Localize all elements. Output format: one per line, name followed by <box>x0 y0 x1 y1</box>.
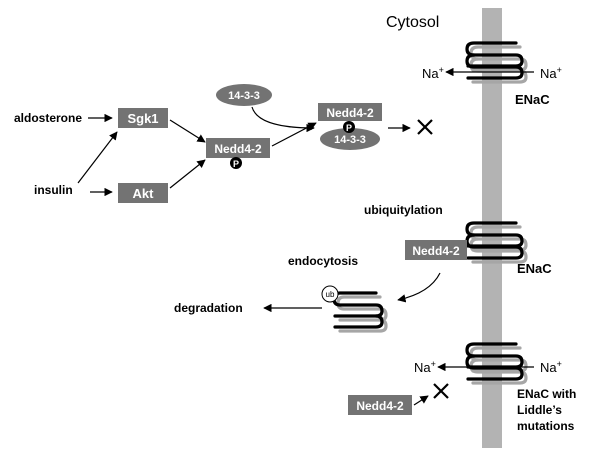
ubiquitylation-label: ubiquitylation <box>364 203 443 217</box>
svg-text:Na+: Na+ <box>414 359 436 375</box>
liddle-label: ENaC with Liddle’s mutations <box>517 387 576 433</box>
svg-text:Sgk1: Sgk1 <box>127 111 158 126</box>
svg-text:Nedd4-2: Nedd4-2 <box>412 244 460 258</box>
aldosterone-label: aldosterone <box>14 111 82 125</box>
nedd4-2-box-left: Nedd4-2 <box>206 138 270 158</box>
svg-text:ENaC with: ENaC with <box>517 387 576 401</box>
phosphate-badge-complex: P <box>343 121 355 133</box>
arrow-insulin-sgk1 <box>77 131 118 184</box>
enac-channel-liddle <box>465 342 528 385</box>
ubiquitin-tag: ub <box>321 285 339 303</box>
arrow-akt-nedd4-2 <box>169 159 206 189</box>
sodium-ion-inside-liddle: Na+ <box>414 359 436 375</box>
arrow-14-3-3-binding <box>251 106 315 133</box>
arrow-nedd4-2-liddle <box>413 395 429 406</box>
svg-text:P: P <box>233 159 239 169</box>
svg-text:Na+: Na+ <box>422 65 444 81</box>
akt-box: Akt <box>118 183 168 203</box>
enac-channel-top <box>465 41 528 84</box>
svg-text:Liddle’s: Liddle’s <box>517 403 562 417</box>
arrow-endocytosis <box>397 272 441 303</box>
blocked-cross-top <box>417 119 433 135</box>
nedd4-2-box-ubiquitylation: Nedd4-2 <box>405 240 467 260</box>
sodium-ion-inside: Na+ <box>422 65 444 81</box>
svg-text:mutations: mutations <box>517 419 575 433</box>
degradation-label: degradation <box>174 301 243 315</box>
sgk1-box: Sgk1 <box>118 108 168 128</box>
svg-text:P: P <box>346 123 352 133</box>
protein-14-3-3-complex: 14-3-3 <box>320 128 380 150</box>
svg-text:Nedd4-2: Nedd4-2 <box>326 106 374 120</box>
cytosol-label: Cytosol <box>386 14 439 31</box>
insulin-label: insulin <box>34 183 73 197</box>
internalized-enac-channel <box>332 291 388 333</box>
arrow-sgk1-nedd4-2 <box>169 119 206 143</box>
svg-text:14-3-3: 14-3-3 <box>228 90 260 102</box>
nedd4-2-box-complex: Nedd4-2 <box>318 103 382 121</box>
svg-text:ub: ub <box>326 290 335 299</box>
arrow-nedd4-2-binding <box>271 122 317 147</box>
svg-text:Nedd4-2: Nedd4-2 <box>356 399 404 413</box>
endocytosis-label: endocytosis <box>288 254 358 268</box>
nedd4-2-box-liddle: Nedd4-2 <box>348 395 412 415</box>
sodium-ion-outside-liddle: Na+ <box>540 359 562 375</box>
enac-label-middle: ENaC <box>517 261 552 276</box>
svg-text:14-3-3: 14-3-3 <box>334 134 366 146</box>
enac-channel-middle <box>465 221 528 264</box>
protein-14-3-3-free: 14-3-3 <box>216 84 272 106</box>
sodium-ion-outside: Na+ <box>540 65 562 81</box>
svg-text:Na+: Na+ <box>540 65 562 81</box>
enac-label-top: ENaC <box>515 92 550 107</box>
svg-text:Na+: Na+ <box>540 359 562 375</box>
svg-text:Akt: Akt <box>133 186 155 201</box>
blocked-cross-liddle <box>433 383 449 399</box>
svg-text:Nedd4-2: Nedd4-2 <box>214 142 262 156</box>
phosphate-badge-left: P <box>230 157 242 169</box>
